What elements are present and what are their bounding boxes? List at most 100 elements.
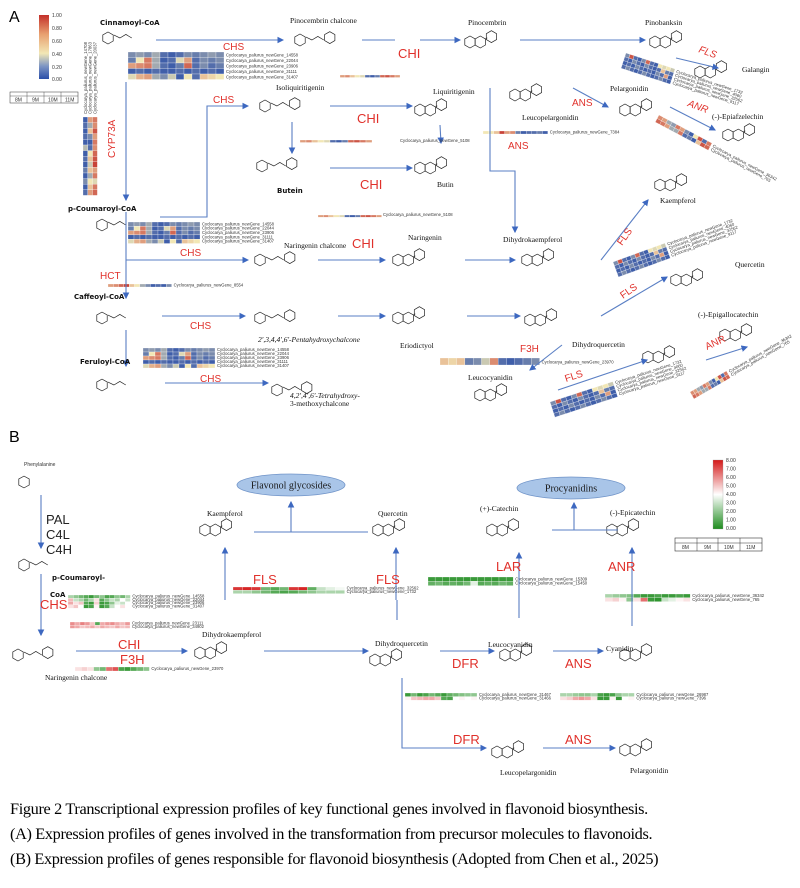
panel-b-colorbar: 8.00 7.00 6.00 5.00 4.00 3.00 2.00 1.00 … — [712, 458, 736, 532]
heatmap-cell — [104, 621, 111, 626]
heatmap-cell — [665, 78, 672, 85]
heatmap-cell — [163, 230, 171, 236]
heatmap-cell — [148, 359, 156, 365]
gene-label: Cyclocarya_paliurus_newGene_23906 — [132, 600, 205, 605]
heatmap-cell — [142, 351, 150, 357]
heatmap-cell — [88, 598, 95, 602]
heatmap-cell — [427, 576, 436, 582]
heatmap-cell — [127, 234, 135, 240]
heatmap-cell — [470, 581, 478, 586]
heatmap-cell — [682, 593, 691, 598]
compound-naringenin: Naringenin — [408, 233, 442, 242]
heatmap-cell — [143, 51, 153, 58]
heatmap-cell — [109, 601, 115, 606]
enzyme-chs: CHS — [190, 321, 211, 332]
enzyme-ans: ANS — [565, 732, 592, 747]
gene-label: Cyclocarya_paliurus_newGene_23906 — [202, 230, 275, 235]
compound-dihydrokaempferol: Dihydrokaempferol — [202, 630, 261, 639]
heatmap-cell — [279, 586, 289, 591]
heatmap-cell — [394, 74, 401, 78]
heatmap-cell — [82, 150, 88, 157]
compound-phenylalanine: Phenylalanine — [24, 462, 56, 468]
heatmap-cell — [82, 161, 88, 168]
heatmap-cell — [183, 73, 193, 80]
heatmap-cell — [191, 68, 201, 75]
heatmap-cell — [166, 347, 174, 353]
gene-label: Cyclocarya_paliurus_newGene_22044 — [217, 351, 290, 356]
heatmap-cell — [347, 139, 355, 143]
heatmap-cell — [305, 139, 313, 143]
stage-label: 9M — [32, 98, 39, 104]
heatmap-cell — [359, 74, 366, 78]
heatmap-cell — [464, 696, 472, 701]
heatmap-cell — [191, 62, 201, 69]
heatmap-chs2: Cyclocarya_paliurus_newGene_23111Cycloca… — [69, 621, 205, 629]
panel-b-enzymes: CHS CHI F3H FLS FLS LAR ANR DFR ANS DFR … — [40, 559, 635, 747]
heatmap-cell — [167, 51, 177, 58]
heatmap-cell — [297, 586, 308, 591]
heatmap-cell — [316, 586, 327, 591]
heatmap-cell — [167, 68, 177, 75]
heatmap-cell — [169, 226, 177, 231]
heatmap-cell — [463, 581, 471, 586]
heatmap-cell — [127, 73, 137, 80]
enzyme-chi: CHI — [357, 111, 379, 126]
compound-eriodictyol: Eriodictyol — [400, 341, 434, 350]
colorbar-tick: 7.00 — [726, 467, 736, 473]
panel-a-colorbar: 1.00 0.80 0.60 0.40 0.20 0.00 — [39, 13, 62, 83]
heatmap-cell — [482, 130, 489, 135]
heatmap-cell — [159, 51, 169, 58]
heatmap-cell — [166, 359, 174, 365]
heatmap-cell — [160, 359, 168, 365]
compound-cinnamoyl-coa: Cinnamoyl-CoA — [100, 19, 160, 27]
compound-dihydroquercetin: Dihydroquercetin — [375, 639, 428, 648]
heatmap-cell — [175, 57, 185, 64]
enzyme-c4h: C4H — [46, 542, 72, 557]
heatmap-cell — [522, 357, 532, 366]
gene-label: Cyclocarya_paliurus_newGene_14558 — [202, 221, 275, 226]
heatmap-cell — [82, 167, 88, 174]
enzyme-ans: ANS — [565, 656, 592, 671]
enzyme-fls: FLS — [253, 572, 277, 587]
enzyme-dfr: DFR — [452, 656, 479, 671]
panel-a-label: A — [9, 9, 20, 26]
heatmap-cell — [169, 221, 177, 227]
heatmap-cell — [172, 347, 180, 353]
heatmap-cell — [74, 666, 82, 672]
heatmap-cell — [167, 57, 177, 64]
enzyme-f3h: F3H — [520, 344, 539, 355]
heatmap-cell — [191, 57, 201, 64]
heatmap-chs1: Cyclocarya_paliurus_newGene_14558Cycloca… — [67, 594, 205, 609]
structure-dihydroquercetin-b — [369, 648, 402, 667]
structure-p-coumaroyl-coa — [96, 218, 126, 232]
heatmap-cell — [434, 696, 442, 701]
heatmap-cell — [92, 133, 98, 140]
heatmap-cell — [251, 590, 262, 594]
heatmap-cell — [288, 586, 299, 591]
enzyme-fls: FLS — [697, 44, 718, 61]
heatmap-cell — [155, 283, 162, 288]
compound-dihydroquercetin: Dihydroquercetin — [572, 340, 625, 349]
heatmap-cell — [640, 593, 648, 598]
heatmap-cell — [119, 625, 126, 629]
heatmap-cell — [484, 581, 493, 586]
heatmap-cell — [79, 621, 86, 626]
heatmap-cell — [79, 625, 86, 629]
heatmap-cell — [207, 73, 217, 80]
heatmap-cell — [87, 156, 93, 162]
compound-pelargonidin: Pelargonidin — [610, 84, 648, 93]
heatmap-cell — [572, 696, 579, 701]
heatmap-cell — [73, 594, 79, 599]
heatmap-cell — [193, 234, 201, 240]
heatmap-cell — [135, 51, 145, 58]
heatmap-cell — [193, 239, 201, 244]
heatmap-cell — [498, 576, 507, 582]
structure-butein — [256, 157, 298, 173]
structure-epigallocatechin-intermediate — [642, 345, 675, 364]
heatmap-cell — [208, 355, 216, 361]
compound-catechin: (+)-Catechin — [480, 504, 519, 513]
heatmap-cell — [590, 692, 598, 697]
expression-heatmaps: Cyclocarya_paliurus_newGene_14558Cycloca… — [67, 51, 793, 701]
enzyme-chi: CHI — [398, 46, 420, 61]
